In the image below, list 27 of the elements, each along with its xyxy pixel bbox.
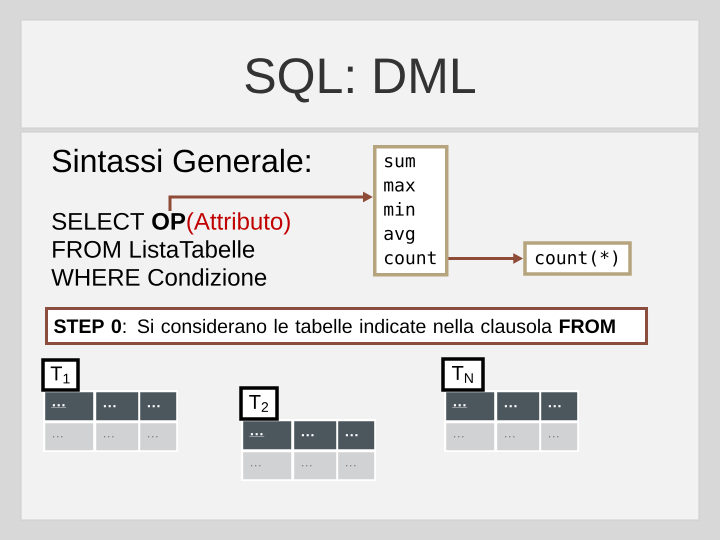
table-cell: … (446, 423, 494, 450)
function-box: count(*) (523, 241, 632, 276)
table-header-cell: … (45, 392, 94, 420)
table-name-box: T$_{N}$ (441, 357, 485, 392)
title: SQL: DML (246, 58, 475, 102)
table-header-cell: … (497, 392, 540, 420)
table-cell: … (243, 452, 292, 480)
table-header-cell: … (294, 421, 336, 450)
table-cell: … (541, 423, 578, 450)
table-header-cell: … (541, 392, 578, 420)
table-cell: … (338, 452, 374, 480)
table-header-cell: … (96, 392, 138, 420)
table-cell: … (140, 423, 176, 450)
function-list-box: sum max min avg count (373, 145, 448, 276)
table-header-cell: … (140, 392, 176, 420)
table-header-cell: … (338, 421, 374, 450)
code-text: SELECT OP(Attributo) FROM ListaTabelle WHERE Condizione (51, 212, 290, 286)
table-cell: … (45, 423, 94, 450)
table-header-cell: … (446, 392, 494, 420)
table-cell: … (294, 452, 336, 480)
table-cell: … (497, 423, 540, 450)
heading-text: Sintassi Generale: (52, 148, 310, 172)
table-name-box: T$_{1}$ (41, 358, 80, 392)
table-header-cell: … (243, 421, 292, 450)
table-cell: … (96, 423, 138, 450)
table-name-box: T$_{2}$ (239, 386, 279, 421)
step-box: STEP 0: Si considerano le tabelle indicate nella clausola FROM (45, 307, 648, 345)
